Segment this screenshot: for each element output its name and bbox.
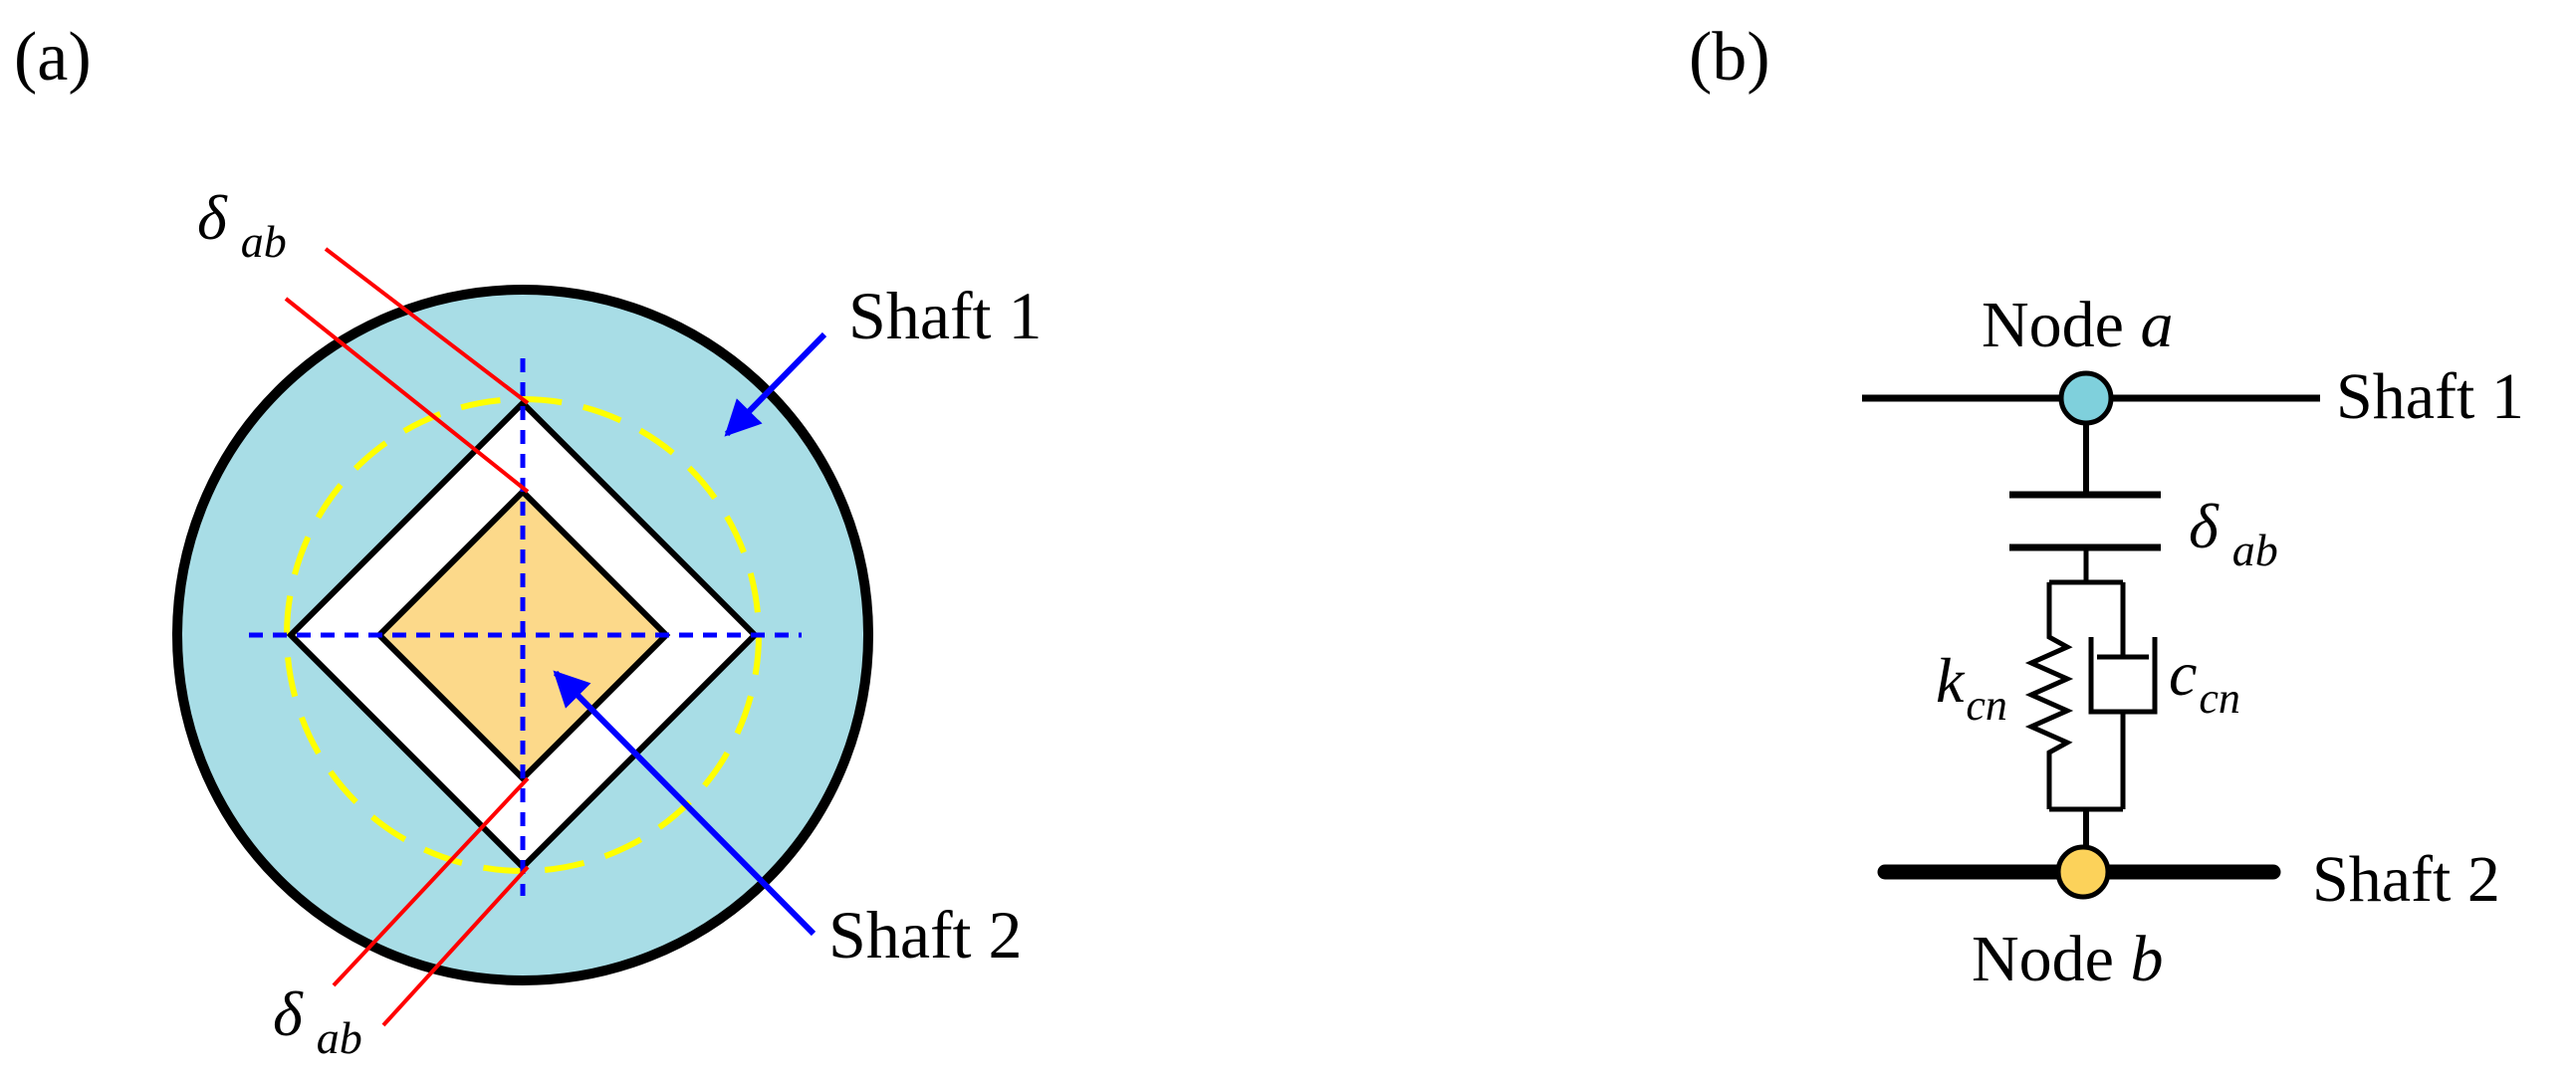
stiffness-label: kcn (1936, 645, 2007, 730)
shaft1-label-b: Shaft 1 (2336, 360, 2524, 433)
shaft1-label-a: Shaft 1 (848, 278, 1043, 353)
damping-label: ccn (2169, 638, 2240, 723)
shaft2-label-b: Shaft 2 (2312, 843, 2500, 916)
node-a-label: Node a (1982, 289, 2173, 361)
clearance-line-bottom-1 (332, 776, 530, 987)
panel-a-cross-section (172, 247, 873, 1027)
shaft2-label-a: Shaft 2 (828, 897, 1023, 973)
clearance-line-top-1 (324, 247, 530, 405)
spring-kcn (2024, 582, 2074, 809)
panel-a-tag: (a) (14, 19, 92, 96)
clearance-line-bottom-2 (381, 865, 530, 1027)
shaft2-pointer-arrow (553, 670, 817, 937)
panel-b-tag: (b) (1689, 19, 1770, 96)
node-a (2058, 370, 2114, 426)
panel-b-model (1862, 370, 2320, 900)
shaft1-pointer-arrow (724, 331, 827, 437)
clearance-line-top-2 (284, 297, 530, 494)
node-b (2055, 844, 2111, 900)
node-b-label: Node b (1972, 923, 2163, 995)
